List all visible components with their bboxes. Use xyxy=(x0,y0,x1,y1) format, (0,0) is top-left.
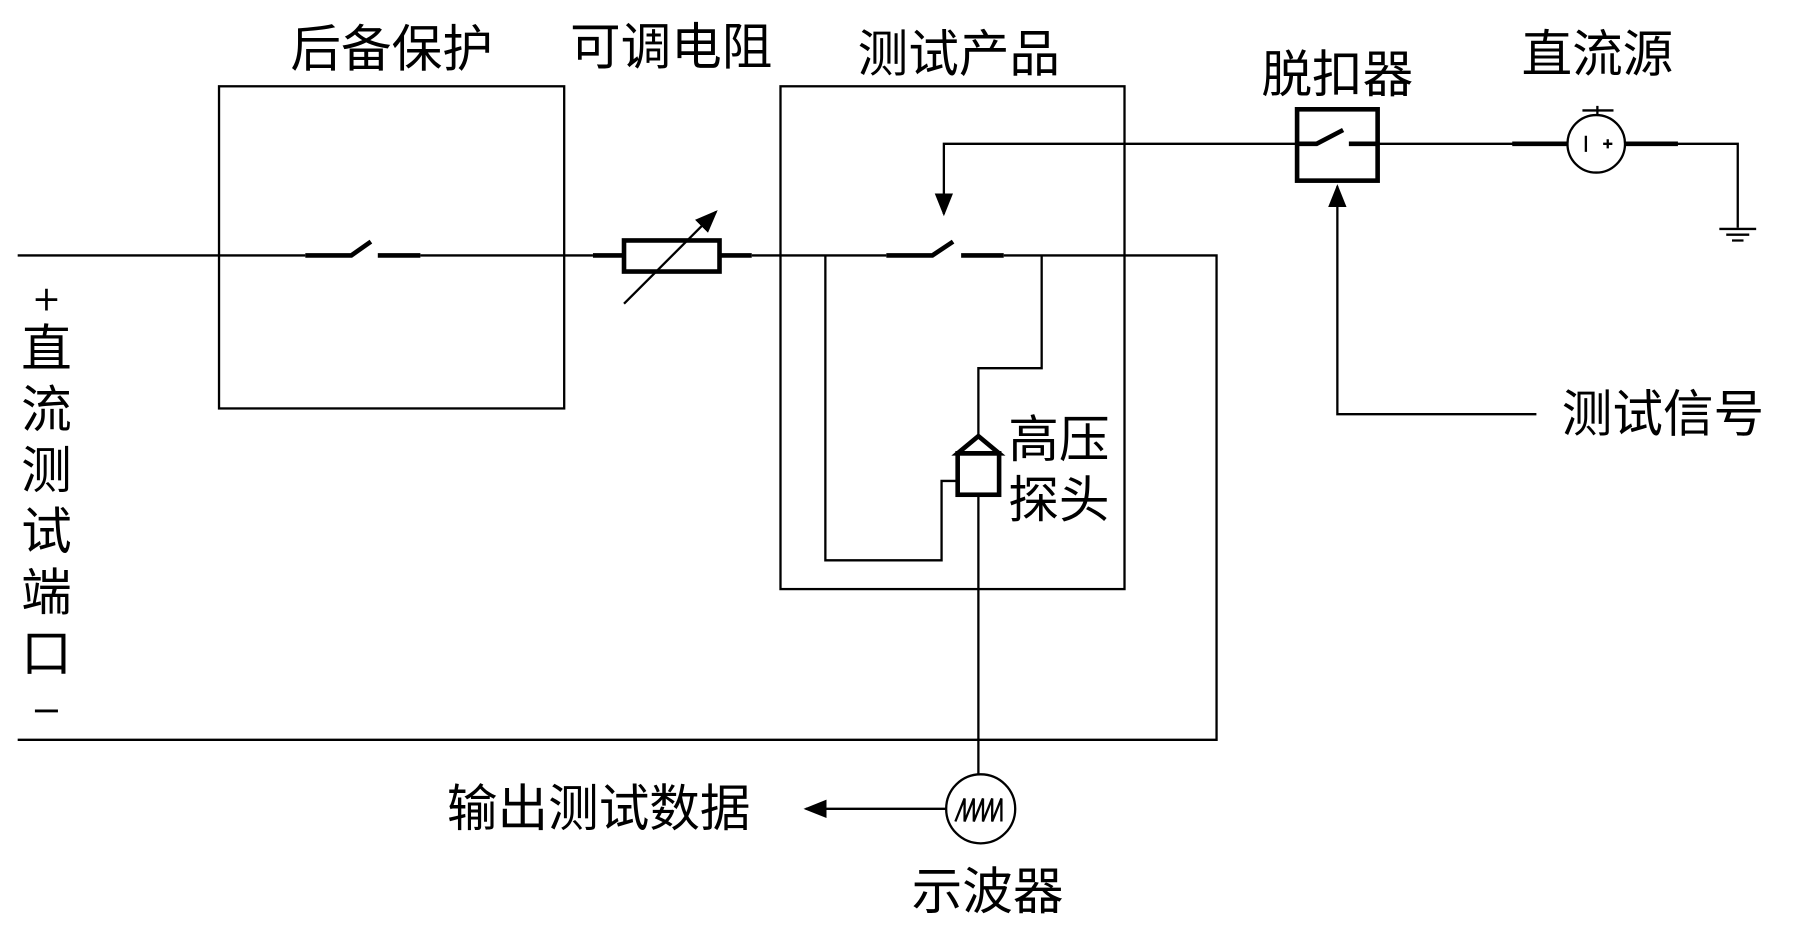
main-wires xyxy=(17,254,1218,741)
label-adjustable-resistor: 可调电阻 xyxy=(570,17,772,76)
dc-source-icon xyxy=(1512,105,1678,174)
trip-signal-line xyxy=(934,142,1298,217)
label-port-char: 测 xyxy=(21,441,72,500)
label-dc-source: 直流源 xyxy=(1521,24,1673,83)
test-product-box xyxy=(779,85,1126,591)
label-port-char: 端 xyxy=(21,563,72,622)
label-port-minus: − xyxy=(31,689,62,732)
label-port-char: 试 xyxy=(21,502,72,561)
label-port-plus: + xyxy=(32,280,61,320)
probe-wiring xyxy=(824,255,1043,775)
backup-switch-icon xyxy=(305,239,421,258)
trip-unit-icon xyxy=(1294,107,1380,183)
label-hv-probe-2: 探头 xyxy=(1008,471,1109,530)
hv-probe-icon xyxy=(951,433,1006,498)
backup-protection-box xyxy=(217,85,566,410)
product-switch-icon xyxy=(886,239,1004,258)
label-port-char: 流 xyxy=(21,380,72,439)
label-port-char: 直 xyxy=(21,319,72,378)
oscilloscope-icon xyxy=(945,773,1017,845)
ground-icon xyxy=(1719,227,1757,242)
label-hv-probe-1: 高压 xyxy=(1008,410,1109,469)
label-oscilloscope: 示波器 xyxy=(912,862,1064,921)
label-backup-protection: 后备保护 xyxy=(290,20,492,79)
test-signal-line xyxy=(1328,184,1537,416)
label-output-data: 输出测试数据 xyxy=(447,779,751,838)
label-test-signal: 测试信号 xyxy=(1562,384,1764,443)
source-wire xyxy=(1377,142,1739,228)
adjustable-resistor-icon xyxy=(592,210,752,305)
label-port-char: 口 xyxy=(21,624,72,683)
label-trip-unit: 脱扣器 xyxy=(1261,45,1413,104)
label-test-product: 测试产品 xyxy=(858,24,1060,83)
